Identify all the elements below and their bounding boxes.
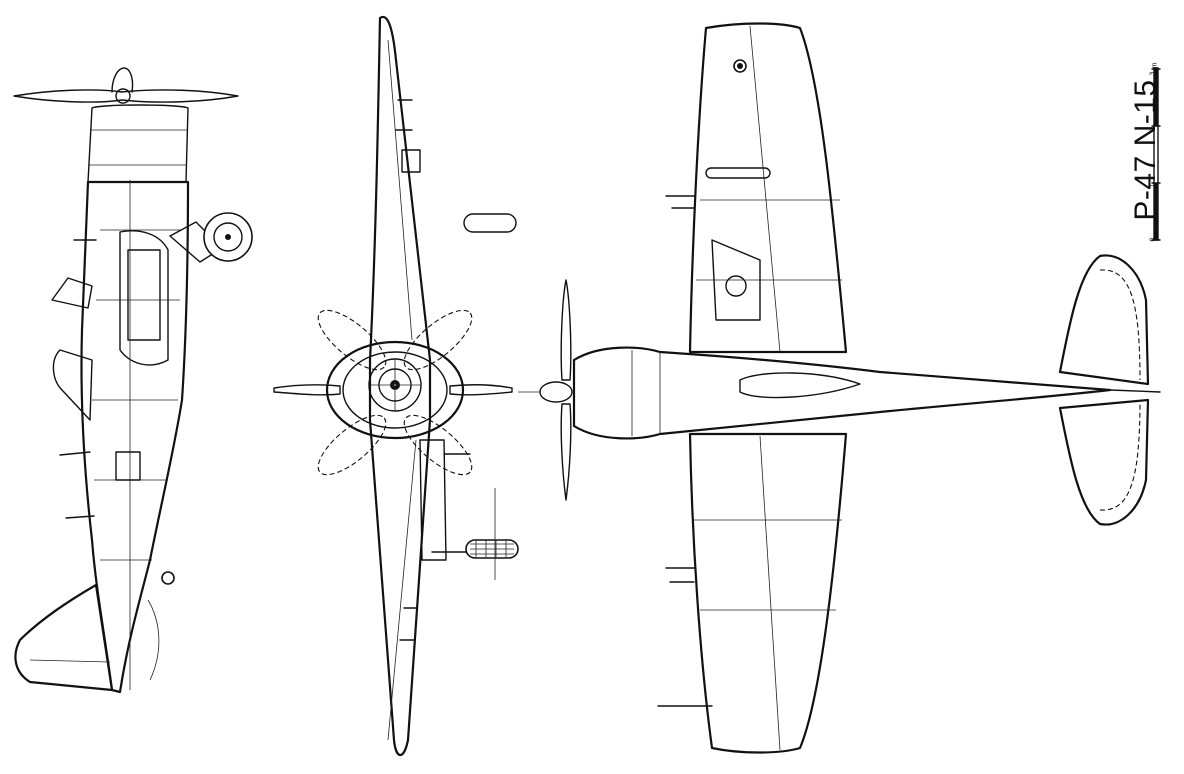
- top-view: [518, 22, 1161, 754]
- front-fuselage: [325, 340, 465, 440]
- front-prop-arc: [317, 309, 473, 476]
- side-cowling: [87, 104, 189, 183]
- side-fin: [14, 583, 114, 692]
- front-wing: [368, 15, 432, 757]
- side-landing-gear: [161, 212, 253, 585]
- scale-bar: [1151, 67, 1161, 241]
- top-tailplane-lower: [1058, 398, 1150, 526]
- side-propeller: [13, 67, 239, 104]
- top-canopy: [739, 372, 861, 399]
- side-fuselage: [80, 180, 190, 694]
- top-fuselage: [572, 346, 1112, 440]
- top-wing-upper: [688, 22, 848, 354]
- top-tailplane-upper: [1058, 254, 1150, 386]
- side-view: [13, 67, 253, 694]
- front-drop-tank: [463, 213, 517, 233]
- top-wing-lower: [688, 432, 848, 754]
- top-propeller: [518, 279, 573, 501]
- front-view: [273, 15, 519, 757]
- front-landing-gear: [419, 439, 519, 561]
